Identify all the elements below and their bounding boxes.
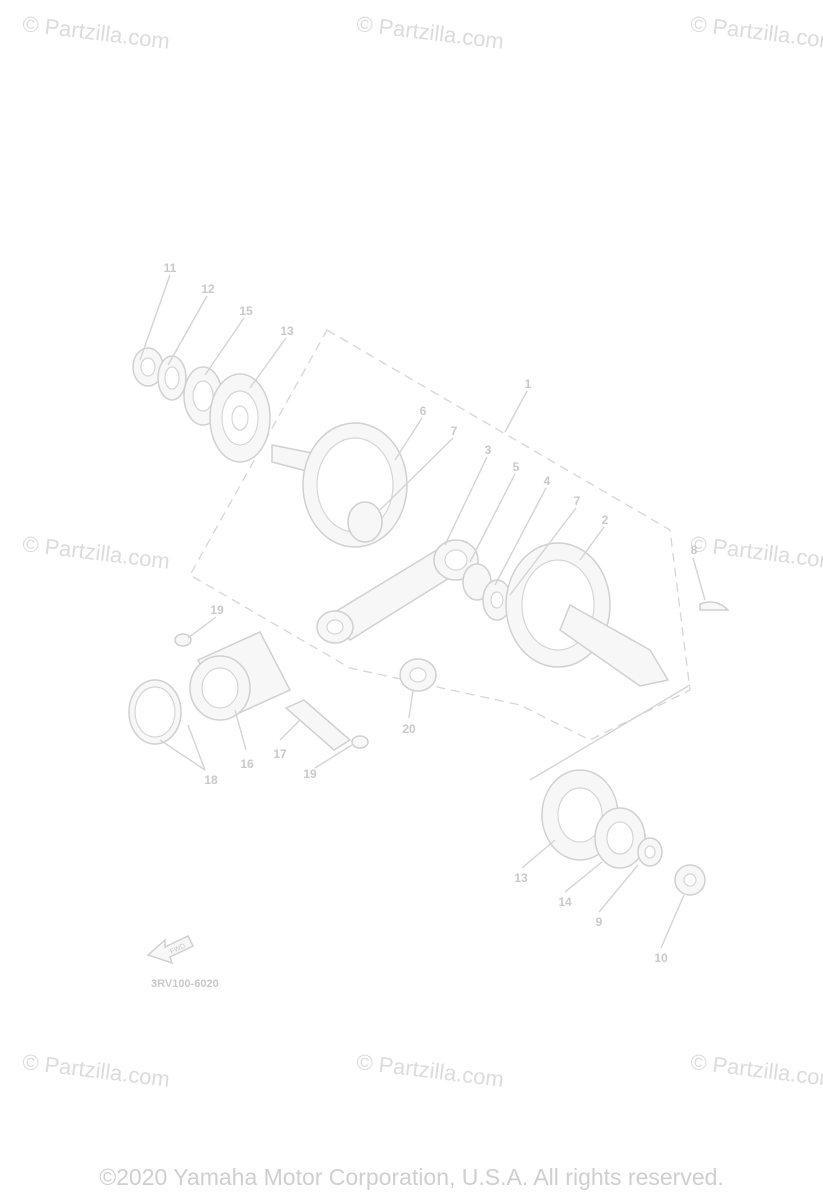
callout-9: 9 bbox=[595, 915, 603, 929]
callout-16: 16 bbox=[240, 757, 254, 771]
callout-10: 10 bbox=[654, 951, 668, 965]
callout-6: 6 bbox=[419, 404, 427, 418]
crank-half-left bbox=[271, 422, 408, 548]
callout-7: 7 bbox=[450, 424, 458, 438]
callout-20: 20 bbox=[402, 722, 416, 736]
callout-7b: 7 bbox=[573, 494, 581, 508]
piston-group bbox=[128, 631, 369, 751]
crank-pin-parts bbox=[462, 563, 512, 621]
callout-17: 17 bbox=[273, 747, 287, 761]
callout-13b: 13 bbox=[514, 871, 528, 885]
callout-4: 4 bbox=[543, 474, 551, 488]
small-end-bearing bbox=[399, 658, 437, 692]
callout-13: 13 bbox=[280, 324, 294, 338]
assembly-outline bbox=[189, 329, 691, 741]
fwd-arrow-icon bbox=[146, 935, 195, 965]
callout-5: 5 bbox=[512, 460, 520, 474]
crank-half-right bbox=[505, 542, 670, 687]
callout-2: 2 bbox=[601, 513, 609, 527]
callout-19: 19 bbox=[210, 603, 224, 617]
callout-19b: 19 bbox=[303, 767, 317, 781]
callout-18: 18 bbox=[204, 773, 218, 787]
diagram-code: 3RV100-6020 bbox=[151, 978, 219, 990]
callout-8: 8 bbox=[690, 543, 698, 557]
left-bearing-group bbox=[132, 347, 271, 463]
callout-3: 3 bbox=[484, 443, 492, 457]
woodruff-key bbox=[699, 601, 730, 611]
callout-12: 12 bbox=[201, 282, 215, 296]
callout-11: 11 bbox=[163, 261, 177, 275]
callout-1: 1 bbox=[524, 377, 532, 391]
copyright-notice: ©2020 Yamaha Motor Corporation, U.S.A. A… bbox=[99, 1164, 724, 1190]
right-bearing-group bbox=[541, 769, 706, 896]
callout-14: 14 bbox=[558, 895, 572, 909]
callout-15: 15 bbox=[239, 304, 253, 318]
connecting-rod bbox=[316, 539, 479, 644]
leader-lines bbox=[139, 274, 706, 949]
